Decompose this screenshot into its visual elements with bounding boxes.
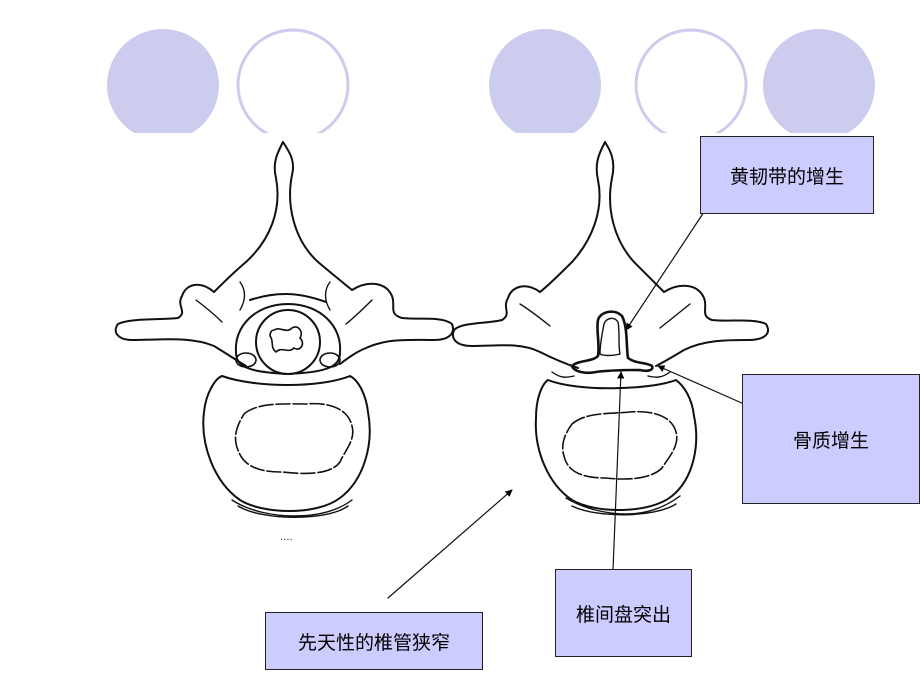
svg-text:....: .... (280, 532, 293, 543)
pointer-bone-spur (657, 365, 745, 405)
label-bone-spur: 骨质增生 (742, 374, 920, 504)
transverse-process-left-r (339, 282, 454, 365)
vertebra-normal: .... (114, 141, 454, 543)
deco-circle-outline-1 (236, 28, 350, 133)
deco-circle-filled-3 (763, 29, 875, 133)
deco-circle-outline-2 (634, 28, 748, 133)
ligament-hypertrophy (570, 310, 654, 375)
spinal-cord-normal (255, 309, 321, 375)
deco-circle-filled-1 (107, 29, 219, 133)
spinal-canal-normal (234, 303, 342, 375)
nucleus-left (234, 402, 354, 475)
pointer-ligament (625, 211, 705, 331)
vertebral-body-left (202, 375, 371, 512)
label-disc-herniation: 椎间盘突出 (555, 569, 692, 657)
nucleus-right (561, 410, 678, 480)
vertebra-stenosis (452, 141, 769, 516)
label-congenital-stenosis: 先天性的椎管狭窄 (265, 612, 483, 670)
spinous-process-left (213, 141, 353, 293)
spinous-process-right (539, 141, 665, 293)
vertebral-body-right (534, 379, 698, 512)
header-circles (107, 28, 875, 133)
transverse-process-right-l (452, 285, 579, 369)
transverse-process-right-r (655, 284, 769, 367)
transverse-process-left-l (114, 283, 247, 367)
deco-circle-filled-2 (489, 29, 601, 133)
label-ligament-hypertrophy: 黄韧带的增生 (700, 136, 874, 214)
pointer-congenital (387, 489, 513, 599)
pointer-disc (612, 371, 625, 571)
